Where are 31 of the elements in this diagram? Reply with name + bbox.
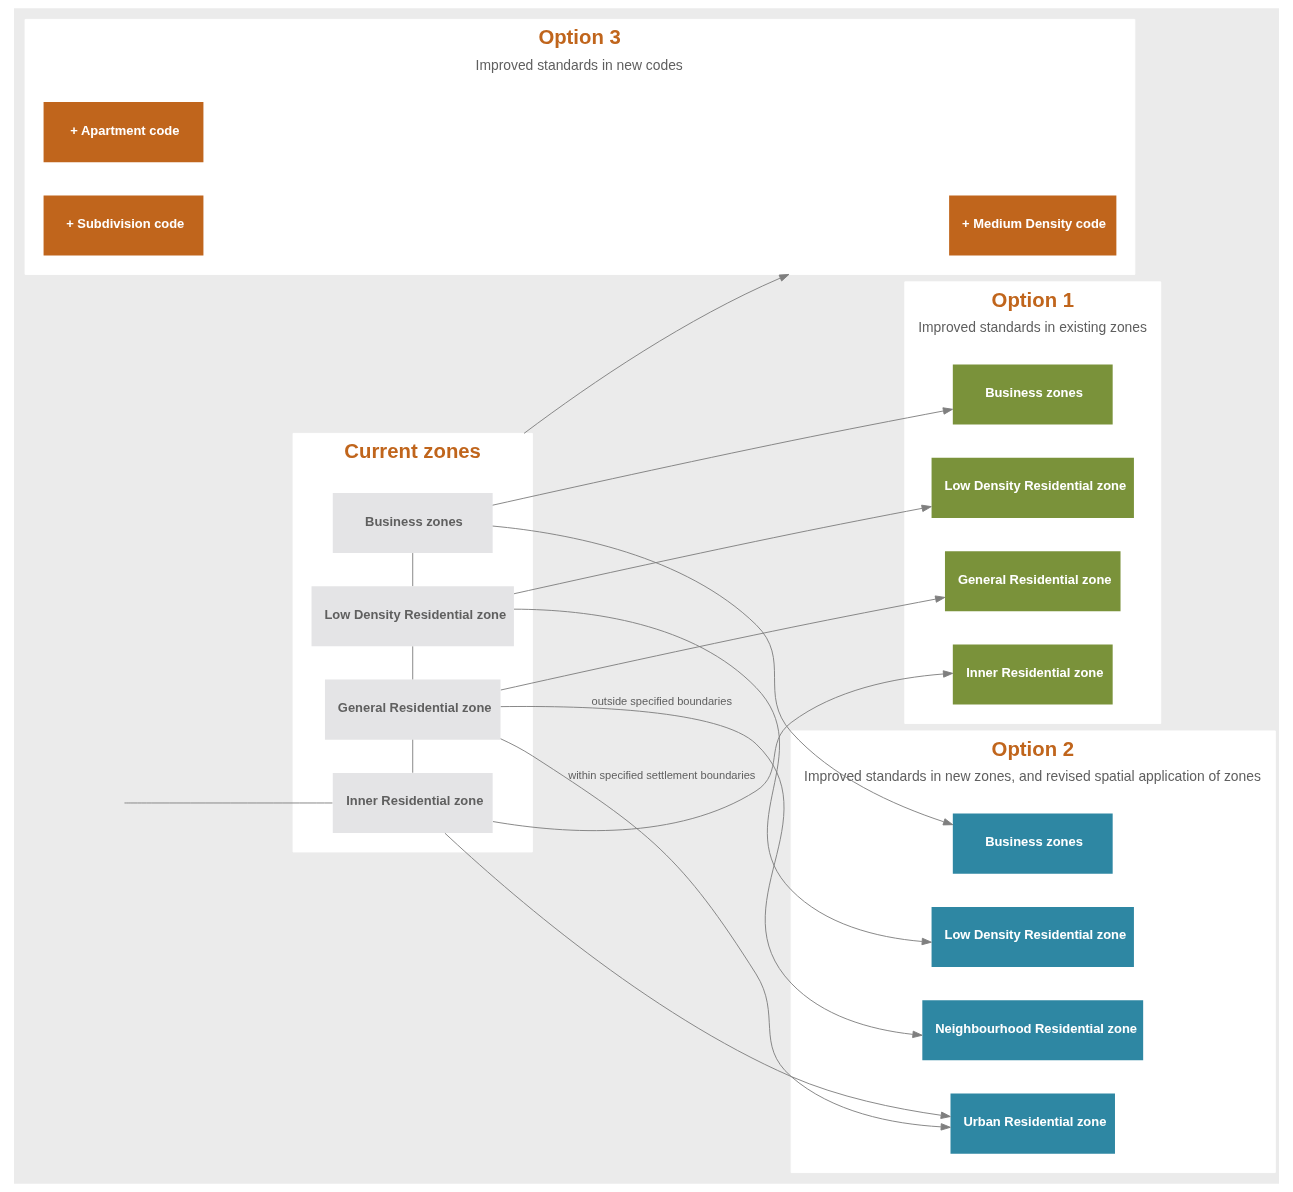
arrow: [513, 608, 932, 946]
connector: [412, 739, 414, 774]
connector: [124, 802, 333, 804]
arrow: [523, 274, 790, 434]
arrow: [492, 407, 954, 506]
arrow: [492, 670, 954, 832]
connector: [412, 552, 414, 587]
node-box: General Residential zone: [944, 551, 1121, 612]
node-box: Low Density Residential zone: [931, 457, 1134, 518]
arrow: [500, 595, 946, 691]
node-box: + Medium Density code: [949, 195, 1117, 256]
arrow: [513, 504, 932, 595]
node-box: Business zones: [952, 364, 1113, 425]
arrow: [500, 706, 923, 1039]
arrow: [492, 525, 954, 826]
edge-label: within specified settlement boundaries: [568, 768, 756, 781]
node-box: Inner Residential zone: [332, 772, 493, 833]
node-box: + Subdivision code: [43, 195, 204, 256]
connector: [412, 645, 414, 680]
arrow: [444, 832, 951, 1119]
node-box: Business zones: [952, 813, 1113, 874]
node-box: General Residential zone: [324, 679, 501, 740]
arrow: [500, 738, 951, 1131]
node-box: Urban Residential zone: [950, 1093, 1115, 1154]
node-box: + Apartment code: [43, 102, 204, 163]
edge-label: outside specified boundaries: [591, 694, 732, 707]
node-box: Low Density Residential zone: [311, 586, 514, 647]
node-box: Neighbourhood Residential zone: [922, 1000, 1144, 1061]
node-box: Inner Residential zone: [952, 644, 1113, 705]
node-box: Business zones: [332, 492, 493, 554]
node-box: Low Density Residential zone: [931, 906, 1134, 967]
